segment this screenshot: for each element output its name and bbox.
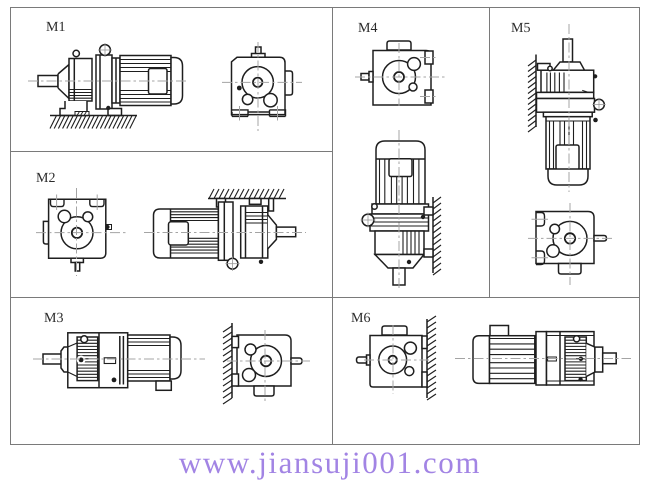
svg-text:M6: M6 bbox=[351, 311, 370, 326]
svg-text:www.jiansuji001.com: www.jiansuji001.com bbox=[179, 445, 481, 480]
svg-text:M3: M3 bbox=[44, 311, 63, 326]
svg-text:M4: M4 bbox=[358, 21, 377, 36]
svg-text:M5: M5 bbox=[511, 21, 530, 36]
svg-text:M1: M1 bbox=[46, 20, 65, 35]
svg-text:M2: M2 bbox=[36, 171, 55, 186]
